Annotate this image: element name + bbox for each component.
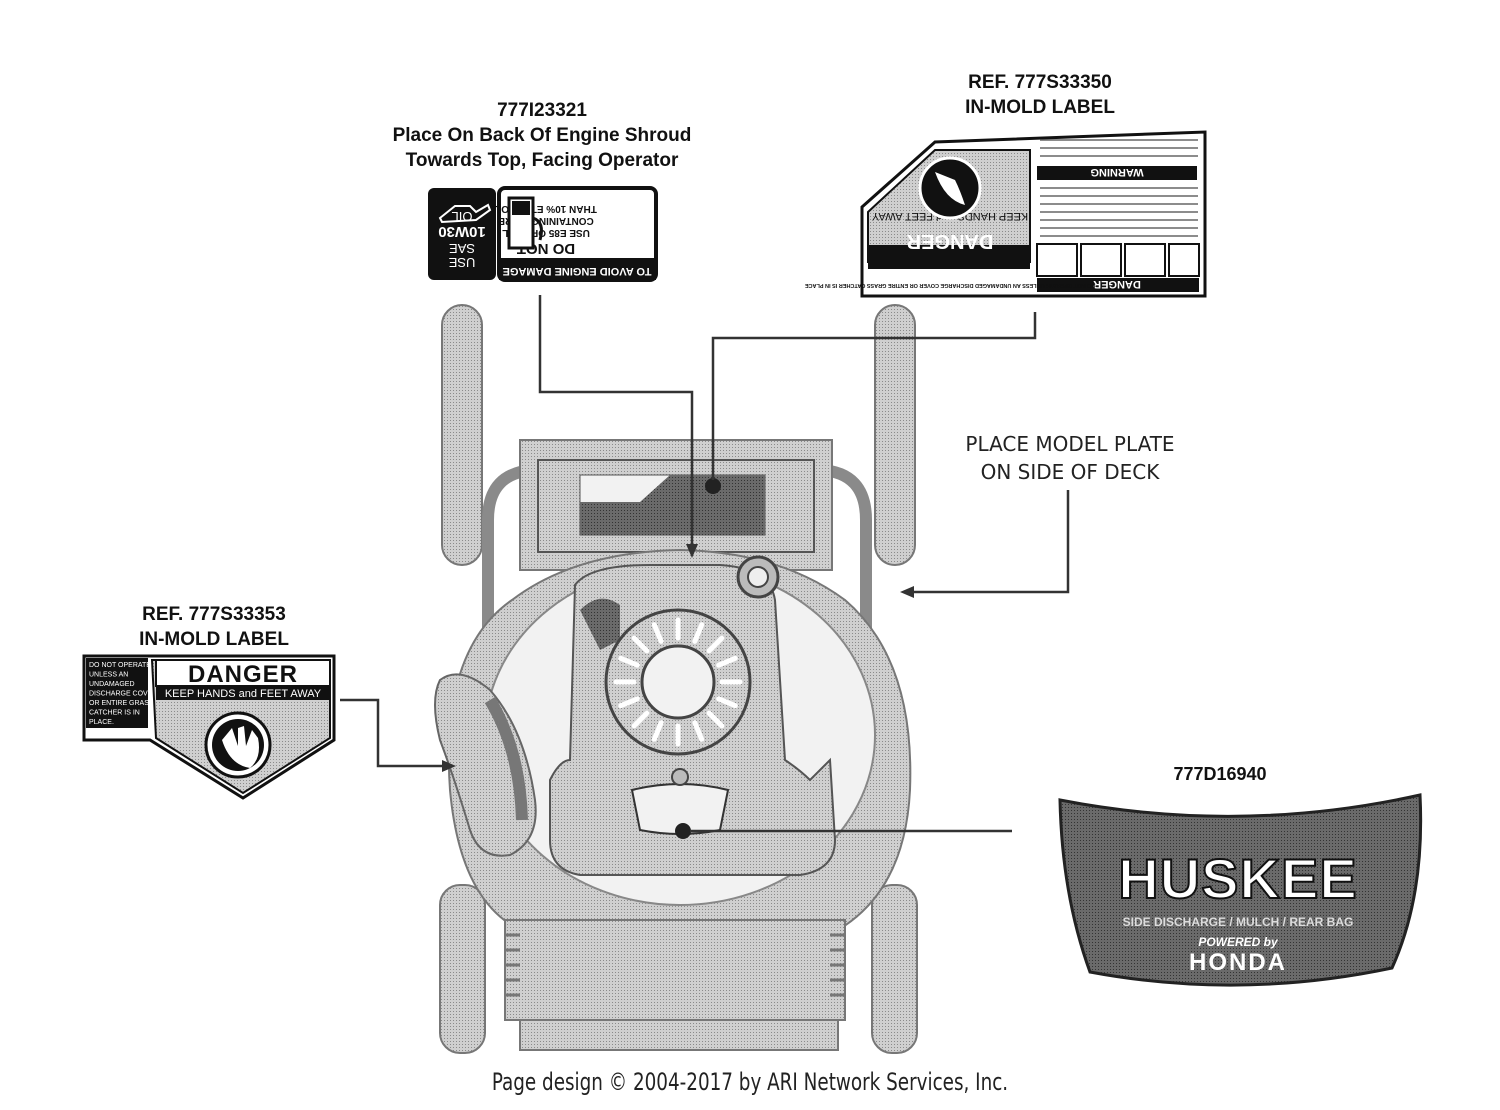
left-label-ref: REF. 777S33353 [142, 604, 286, 625]
small-side-text-line: DISCHARGE COVER [89, 691, 157, 698]
oil-sae-text: SAE [449, 241, 475, 256]
hood-brand-text: HUSKEE [1118, 847, 1357, 910]
model-plate-line2: ON SIDE OF DECK [980, 460, 1160, 484]
flywheel-fin [631, 710, 650, 729]
large-pictogram-row [1036, 243, 1200, 277]
lawn-mower-illustration [434, 304, 918, 1054]
flywheel-fin [716, 655, 738, 668]
copyright-footer: Page design © 2004-2017 by ARI Network S… [491, 1068, 1009, 1096]
fuel-oil-decal: USE SAE 10W30 OIL TO AVOID ENGINE DAMAGE… [428, 186, 658, 282]
large-danger-title: DANGER [906, 230, 993, 252]
leader-top-label [711, 312, 1037, 480]
fuel-line3-text: THAN 10% ETHANOL [495, 203, 597, 214]
label-point-rear-housing [705, 478, 721, 494]
hood-powered-text: POWERED by [1198, 935, 1279, 949]
large-danger-header: DANGER [1093, 278, 1141, 290]
leader-lines [340, 295, 1070, 833]
front-left-wheel [439, 884, 486, 1054]
fuel-header-text: TO AVOID ENGINE DAMAGE [503, 265, 652, 277]
small-side-text-line: UNDAMAGED [89, 681, 135, 688]
large-bottom-text: DO NOT OPERATE UNLESS AN UNDAMAGED DISCH… [805, 282, 1096, 288]
small-side-text-line: OR ENTIRE GRASS [89, 700, 154, 707]
small-side-text-line: DO NOT OPERATE [89, 662, 151, 669]
hood-engine-brand-text: HONDA [1189, 949, 1287, 976]
label-point-engine [675, 823, 691, 839]
small-danger-subtitle: KEEP HANDS and FEET AWAY [165, 688, 322, 700]
hood-decal-part-number: 777D16940 [1173, 764, 1267, 784]
hood-tagline-text: SIDE DISCHARGE / MULCH / REAR BAG [1123, 915, 1354, 929]
shroud-label-line2: Towards Top, Facing Operator [405, 150, 679, 171]
flywheel-fin [706, 635, 725, 654]
flywheel-fin [692, 720, 705, 742]
top-label-kind: IN-MOLD LABEL [965, 97, 1115, 118]
left-label-caption: REF. 777S33353 IN-MOLD LABEL [94, 602, 334, 652]
flywheel-fin [618, 655, 640, 668]
fuel-line2-text: CONTAINING MORE [498, 215, 594, 226]
shroud-label-part-number: 777I23321 [497, 100, 587, 121]
front-right-wheel [871, 884, 918, 1054]
flywheel-fin [706, 710, 725, 729]
fuel-pump-icon [507, 196, 543, 250]
flywheel-fin [651, 622, 664, 644]
danger-label-small: DO NOT OPERATE UNLESS AN UNDAMAGED DISCHARG… [82, 654, 336, 800]
huskee-hood-decal: HUSKEE SIDE DISCHARGE / MULCH / REAR BAG… [1058, 793, 1423, 987]
flywheel-fin [692, 622, 705, 644]
flywheel-fin [716, 696, 738, 709]
left-label-kind: IN-MOLD LABEL [139, 629, 289, 650]
small-side-text-line: PLACE. [89, 719, 114, 726]
small-side-text-line: UNLESS AN [89, 672, 128, 679]
flywheel-fin [618, 696, 640, 709]
leader-left-label [340, 698, 445, 768]
shroud-label-line1: Place On Back Of Engine Shroud [392, 125, 692, 146]
flywheel-fin [631, 635, 650, 654]
model-plate-caption: PLACE MODEL PLATE ON SIDE OF DECK [930, 430, 1210, 486]
small-danger-title: DANGER [188, 661, 298, 688]
hood-decal-caption: 777D16940 [1120, 762, 1320, 787]
rear-right-wheel [874, 304, 916, 566]
flywheel-fin [651, 720, 664, 742]
model-plate-line1: PLACE MODEL PLATE [965, 432, 1175, 456]
fuel-line1-text: USE E85 OR FUEL [502, 227, 590, 238]
danger-warning-label-large: DANGER KEEP HANDS and FEET AWAY WARNING … [805, 130, 1207, 298]
rear-left-wheel [441, 304, 483, 566]
oil-can-icon [438, 203, 492, 224]
shroud-label-caption: 777I23321 Place On Back Of Engine Shroud… [360, 98, 724, 173]
top-label-ref: REF. 777S33350 [968, 72, 1112, 93]
top-label-caption: REF. 777S33350 IN-MOLD LABEL [900, 70, 1180, 120]
oil-use-text: USE [448, 255, 475, 270]
discharge-chute [434, 673, 537, 857]
leader-shroud [538, 295, 694, 548]
oil-grade-text: 10W30 [438, 223, 486, 240]
leader-model-plate [912, 490, 1070, 594]
large-warning-header: WARNING [1090, 166, 1143, 178]
small-side-text-line: CATCHER IS IN [89, 710, 140, 717]
